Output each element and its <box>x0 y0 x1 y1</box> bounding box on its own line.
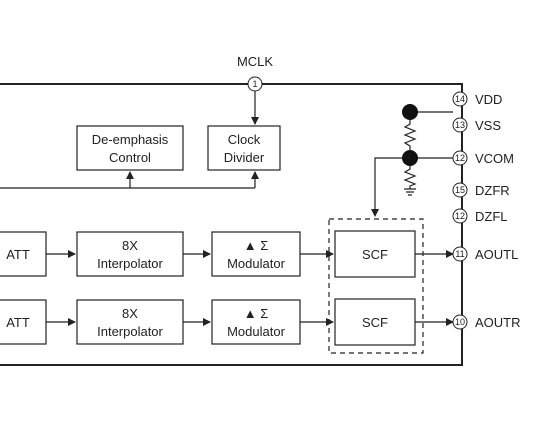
pin-13-circle <box>452 117 468 133</box>
ground-icon <box>404 188 416 196</box>
pin-vss-label: VSS <box>475 118 501 133</box>
pin-12-dzfl-circle <box>452 208 468 224</box>
interpolator-right-line2: Interpolator <box>97 324 163 339</box>
scf-right-label: SCF <box>362 315 388 330</box>
pin-14: 14 VDD <box>452 91 502 107</box>
pin-12-vcom-circle <box>452 150 468 166</box>
resistor-lower-icon <box>403 166 417 189</box>
pin-dzfl-label: DZFL <box>475 209 508 224</box>
modulator-right-block <box>211 299 301 345</box>
clock-divider-line2: Divider <box>224 150 265 165</box>
scf-left-label: SCF <box>362 247 388 262</box>
modulator-right-line2: Modulator <box>227 324 285 339</box>
att-left-block <box>0 231 47 277</box>
pin-aoutr-label: AOUTR <box>475 315 521 330</box>
pin-aoutl-label: AOUTL <box>475 247 518 262</box>
mclk-pin-number: 1 <box>252 79 257 89</box>
node-vcom-dot <box>402 150 418 166</box>
pin-13-number: 13 <box>455 120 465 130</box>
resistor-upper-icon <box>403 120 417 150</box>
pin-vdd-label: VDD <box>475 92 502 107</box>
pin-11-circle <box>452 246 468 262</box>
pin-12-vcom: 12 VCOM <box>452 150 514 166</box>
modulator-left-line1: ▲ Σ <box>244 238 269 253</box>
scf-group-outline <box>328 218 424 354</box>
pin-15-number: 15 <box>455 185 465 195</box>
pin-10-number: 10 <box>455 317 465 327</box>
interpolator-right-line1: 8X <box>122 306 138 321</box>
pin-13: 13 VSS <box>452 117 501 133</box>
pin-15: 15 DZFR <box>452 182 510 198</box>
node-top-dot <box>402 104 418 120</box>
clock-divider-line1: Clock <box>228 132 261 147</box>
pin-11-number: 11 <box>455 249 464 259</box>
de-emphasis-block <box>76 125 184 171</box>
pin-14-circle <box>452 91 468 107</box>
interpolator-left-block <box>76 231 184 277</box>
modulator-left-line2: Modulator <box>227 256 285 271</box>
pin-12-dzfl-number: 12 <box>455 211 465 221</box>
interpolator-left-line1: 8X <box>122 238 138 253</box>
att-right-label: ATT <box>6 315 30 330</box>
scf-right-block <box>334 298 416 346</box>
pin-12-vcom-number: 12 <box>455 153 465 163</box>
pin-10: 10 AOUTR <box>452 314 521 330</box>
de-emphasis-line1: De-emphasis <box>92 132 169 147</box>
pin-dzfr-label: DZFR <box>475 183 510 198</box>
clock-divider-block <box>207 125 281 171</box>
interpolator-left-line2: Interpolator <box>97 256 163 271</box>
pin-14-number: 14 <box>455 94 465 104</box>
mclk-label: MCLK <box>237 54 273 69</box>
de-emphasis-line2: Control <box>109 150 151 165</box>
pin-12-dzfl: 12 DZFL <box>452 208 508 224</box>
interpolator-right-block <box>76 299 184 345</box>
pin-10-circle <box>452 314 468 330</box>
modulator-right-line1: ▲ Σ <box>244 306 269 321</box>
chip-outline <box>0 83 463 366</box>
vcom-to-scf-arrow <box>371 157 410 217</box>
pin-11: 11 AOUTL <box>452 246 518 262</box>
pin-vcom-label: VCOM <box>475 151 514 166</box>
scf-left-block <box>334 230 416 278</box>
att-left-label: ATT <box>6 247 30 262</box>
pin-15-circle <box>452 182 468 198</box>
